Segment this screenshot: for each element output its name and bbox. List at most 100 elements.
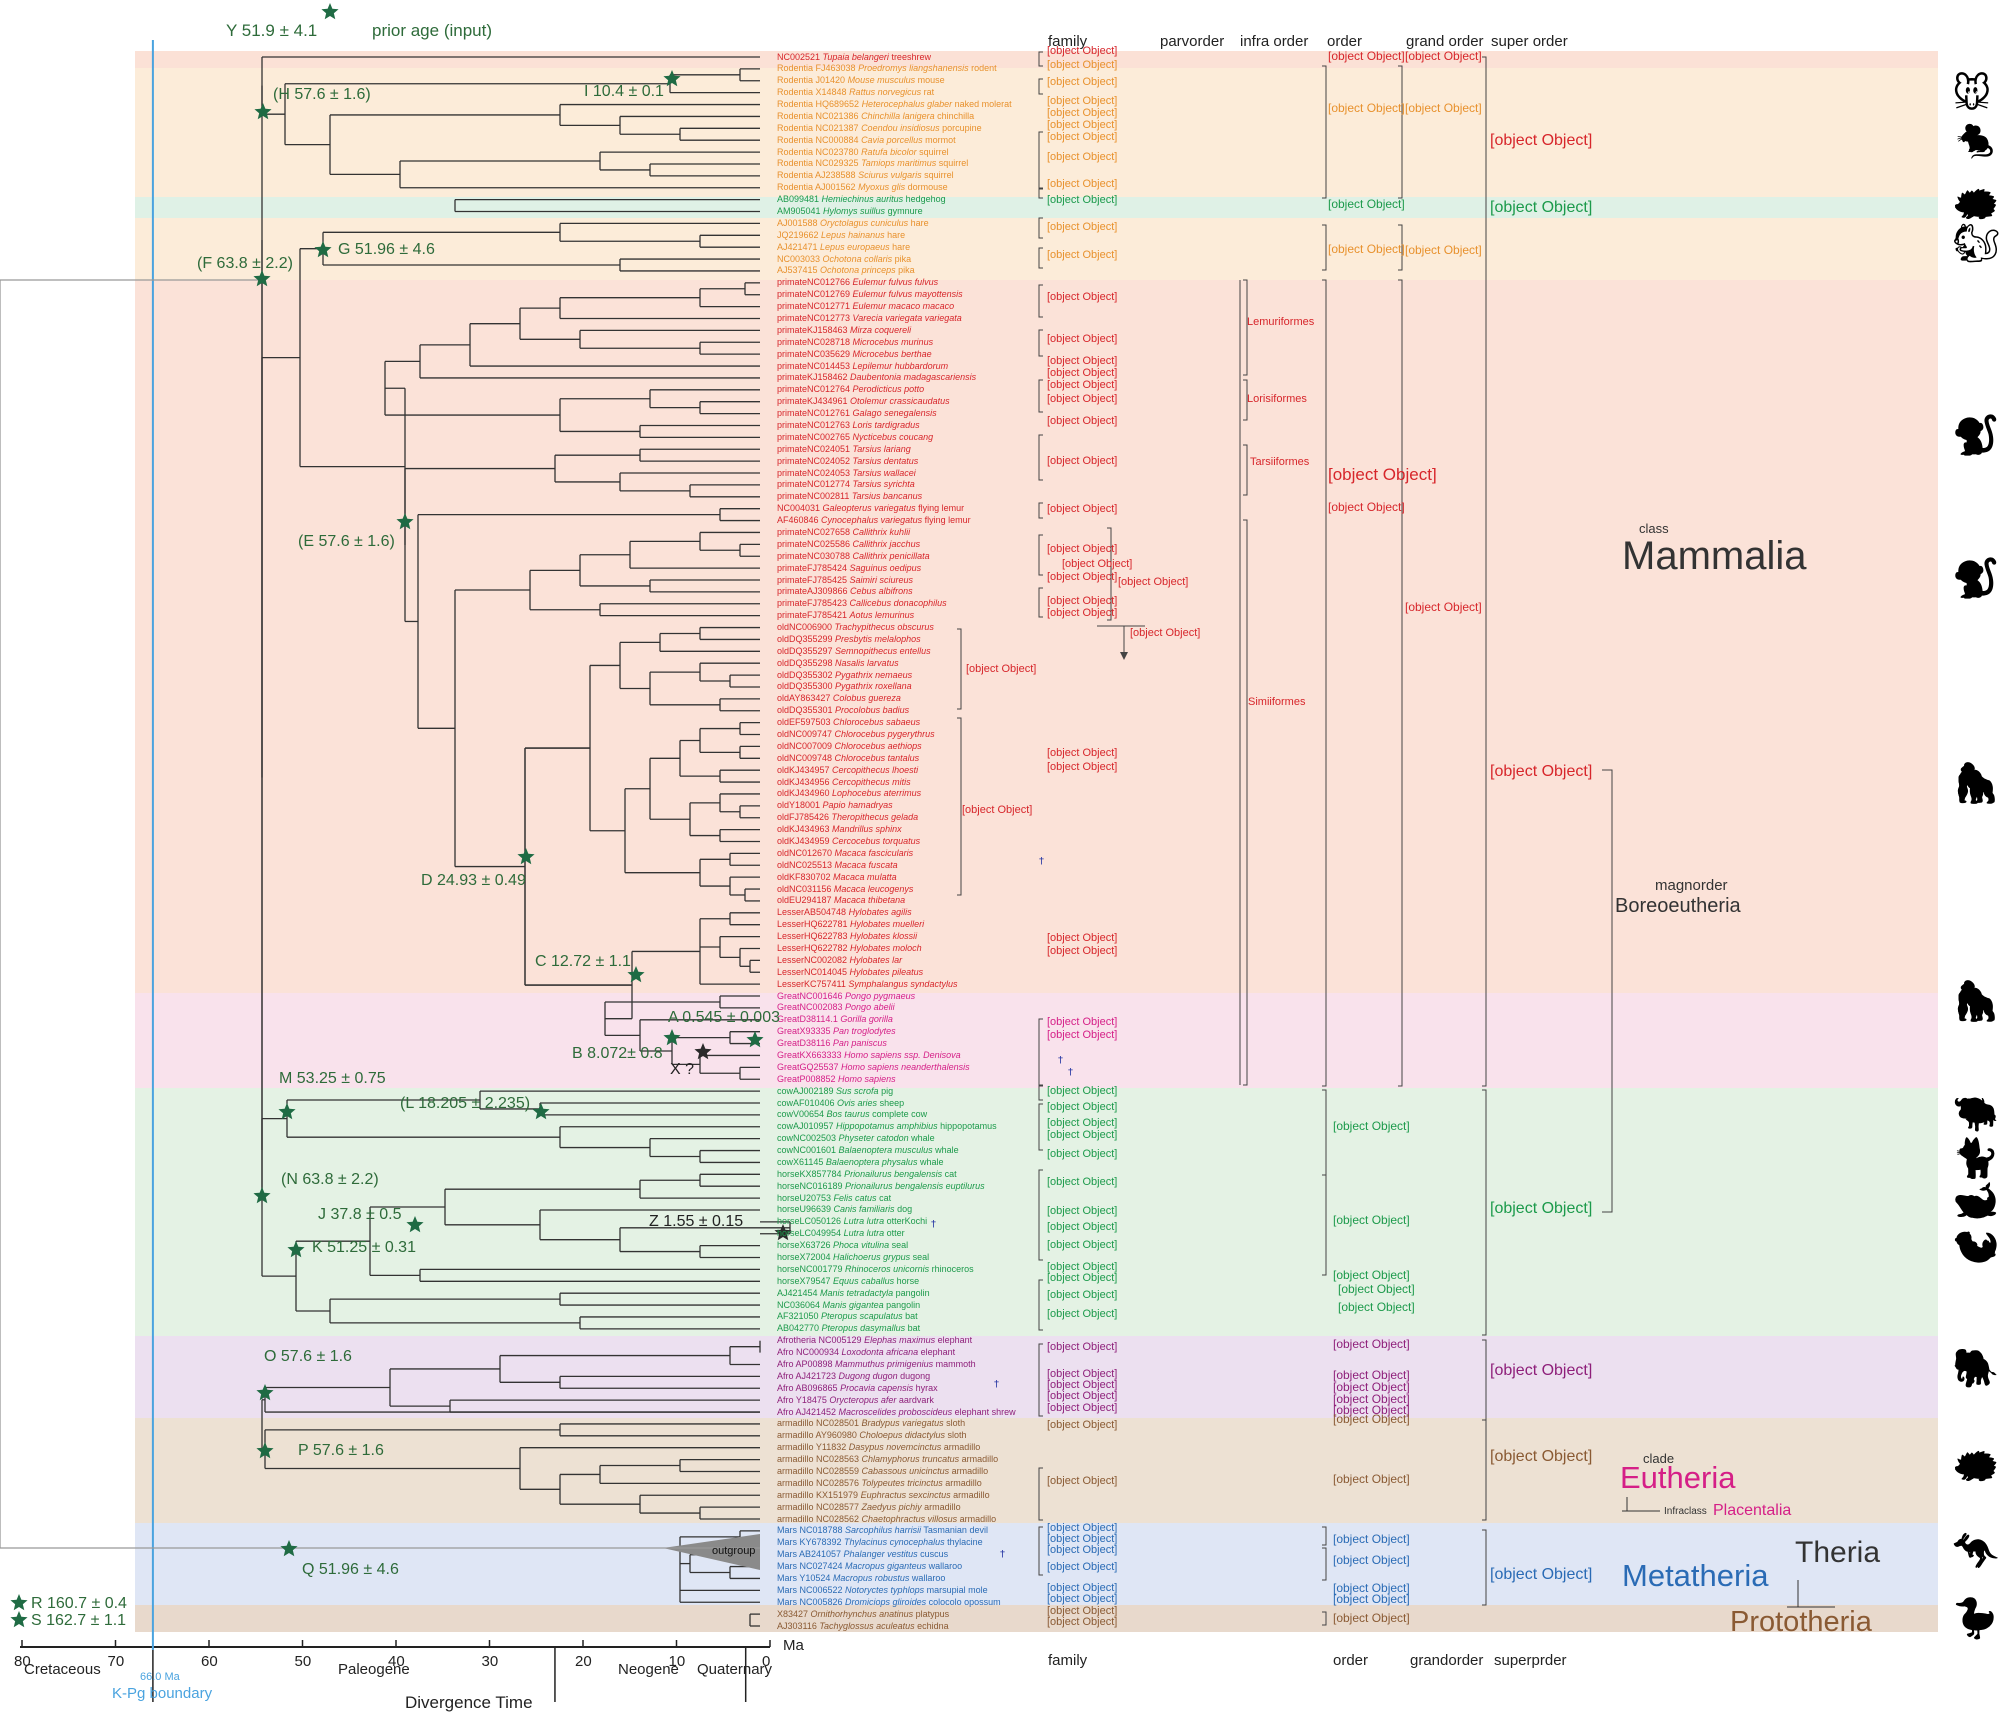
node-o-label: O 57.6 ± 1.6 [264, 1348, 352, 1365]
species-label: LesserAB504748 Hylobates agilis [777, 908, 912, 917]
common-name: mormot [922, 134, 956, 145]
accession: primateNC012761 [777, 408, 853, 419]
family-label: [object Object] [1047, 1176, 1118, 1188]
species-label: oldDQ355299 Presbytis melalophos [777, 634, 921, 644]
calibration-star [256, 1442, 274, 1459]
order-label: [object Object] [1338, 1282, 1415, 1296]
clade-band [135, 68, 1938, 197]
calibration-star [746, 1031, 764, 1048]
common-name: armadillo [957, 1513, 997, 1524]
scientific-name: Macropus giganteus [845, 1561, 927, 1572]
accession: cowNC002503 [777, 1133, 839, 1144]
species-label: LesserHQ622783 Hylobates klossii [777, 932, 917, 941]
scientific-name: Chlorocebus aethiops [834, 740, 922, 751]
scientific-name: Cavia porcellus [861, 134, 923, 145]
accession: GreatKX663333 [777, 1049, 845, 1060]
accession: oldKJ434963 [777, 824, 833, 835]
scientific-name: Dromiciops gliroides [845, 1596, 927, 1607]
species-label: Rodentia NC021387 Coendou insidiosus por… [777, 122, 982, 133]
accession: armadillo NC028577 [777, 1501, 862, 1512]
axis-tick-label: 50 [294, 1653, 312, 1670]
scientific-name: Coendou insidiosus [861, 122, 940, 133]
family-label: [object Object] [1047, 415, 1118, 427]
scientific-name: Hylobates lar [849, 954, 903, 965]
scientific-name: Ochotona princeps [820, 265, 896, 276]
bison-icon: 🐃 [1952, 1092, 2000, 1134]
species-label: primateNC012763 Loris tardigradus [777, 420, 920, 430]
order-label: [object Object] [1328, 101, 1405, 115]
accession: primateNC002811 [777, 491, 852, 502]
scientific-name: Dasypus novemcinctus [848, 1442, 942, 1453]
scientific-name: Sus scrofa [836, 1085, 879, 1096]
order-label: [object Object] [1333, 1368, 1410, 1382]
species-label: AB099481 Hemiechinus auritus hedgehog [777, 195, 946, 204]
accession: X83427 [777, 1608, 811, 1619]
species-label: horseU20753 Felis catus cat [777, 1193, 891, 1203]
catarrhini-arrowhead [1120, 652, 1128, 660]
accession: primateFJ785423 [777, 598, 850, 609]
accession: AJ537415 [777, 265, 821, 276]
species-label: primateNC027658 Callithrix kuhlii [777, 527, 910, 537]
node-r-label: R 160.7 ± 0.4 [31, 1595, 127, 1612]
order-bracket [1322, 1611, 1327, 1626]
axis-tick-label: 20 [575, 1653, 592, 1670]
superorder-label: [object Object] [1490, 1448, 1593, 1465]
common-name: pangolin [883, 1299, 921, 1310]
scientific-name: Tarsius bancanus [851, 491, 923, 502]
accession: GreatD38114.1 [777, 1014, 841, 1025]
family-label: [object Object] [1047, 1419, 1118, 1431]
species-label: oldY18001 Papio hamadryas [777, 801, 893, 810]
family-label: [object Object] [1047, 1368, 1118, 1380]
species-label: armadillo NC028576 Tolypeutes tricinctus… [777, 1478, 982, 1488]
common-name: sheep [877, 1097, 905, 1108]
family-bracket [1038, 188, 1043, 199]
order-label: [object Object] [1333, 1553, 1410, 1567]
species-label: primateNC024053 Tarsius wallacei [777, 468, 916, 478]
scientific-name: Loxodonta africana [841, 1347, 919, 1358]
common-name: chinchilla [934, 110, 975, 121]
extinct-marker-icon: † [931, 1219, 936, 1230]
family-bracket [1038, 1526, 1043, 1576]
accession: NC002521 [777, 51, 823, 62]
calibration-star [627, 966, 645, 983]
species-label: oldNC025513 Macaca fuscata [777, 860, 898, 870]
species-label: primateNC024052 Tarsius dentatus [777, 456, 918, 466]
species-label: primateNC014453 Lepilemur hubbardorum [777, 361, 948, 371]
common-name: hedgehog [903, 194, 946, 205]
common-name: otter [884, 1228, 905, 1239]
monkey-icon: 🐒 [1952, 558, 2000, 600]
scientific-name: Pongo pygmaeus [845, 990, 916, 1001]
squirrel-icon: 🐿 [1952, 223, 2001, 265]
species-label: primateFJ785424 Saguinus oedipus [777, 563, 921, 573]
scientific-name: Macaca leucogenys [833, 883, 914, 894]
accession: Rodentia FJ463038 [777, 63, 859, 74]
scientific-name: Rattus norvegicus [849, 87, 922, 98]
common-name: Tasmanian devil [921, 1525, 988, 1536]
calibration-star [280, 1540, 298, 1557]
footer-order: order [1333, 1652, 1369, 1669]
common-name: rodent [968, 63, 997, 74]
family-label: [object Object] [1047, 1402, 1118, 1414]
clade-band [135, 51, 1938, 68]
family-bracket [1038, 1169, 1043, 1261]
accession: horseLC050126 [777, 1216, 844, 1227]
common-name: squirrel [921, 170, 954, 181]
scientific-name: Euphractus sexcinctus [860, 1489, 951, 1500]
accession: primateNC035629 [777, 348, 853, 359]
common-name: pig [878, 1085, 894, 1096]
species-label: Mars NC027424 Macropus giganteus wallaro… [777, 1562, 962, 1571]
scientific-name: Galeopterus variegatus [822, 503, 916, 514]
family-label: [object Object] [1047, 1308, 1118, 1320]
common-name: squirrel [916, 146, 949, 157]
scientific-name: Nycticebus coucang [852, 431, 934, 442]
order-label: [object Object] [1328, 465, 1437, 484]
superorder-bracket [1482, 56, 1487, 1087]
family-bracket [1038, 1103, 1043, 1151]
infraclass-label: Infraclass [1664, 1506, 1707, 1517]
species-label: horseNC001779 Rhinoceros unicornis rhino… [777, 1264, 974, 1274]
species-label: Rodentia X14848 Rattus norvegicus rat [777, 88, 934, 97]
accession: primateNC025586 [777, 538, 853, 549]
accession: primateNC012769 [777, 289, 853, 300]
accession: AF460846 [777, 515, 822, 526]
